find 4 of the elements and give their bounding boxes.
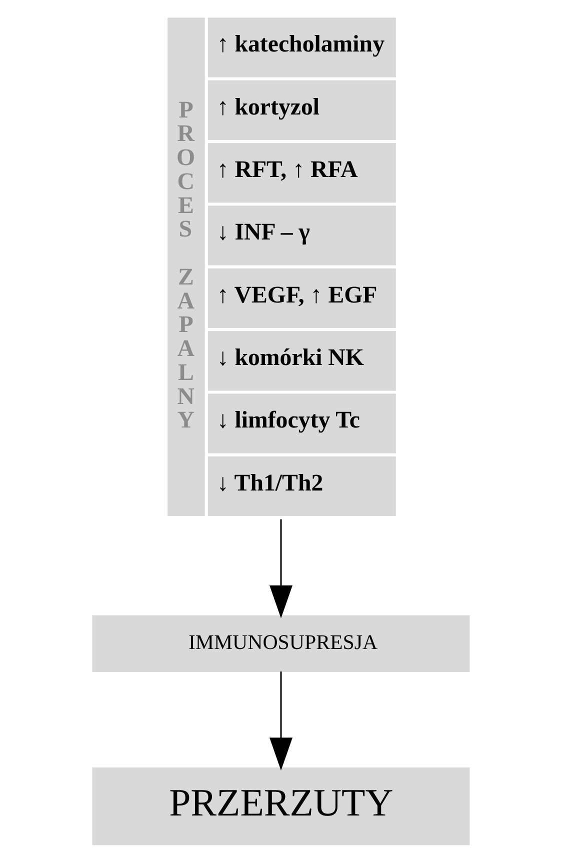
node-box: IMMUNOSUPRESJA bbox=[92, 615, 470, 672]
arrow bbox=[270, 519, 292, 618]
node-box: PRZERZUTY bbox=[92, 768, 470, 846]
arrow bbox=[270, 672, 292, 771]
